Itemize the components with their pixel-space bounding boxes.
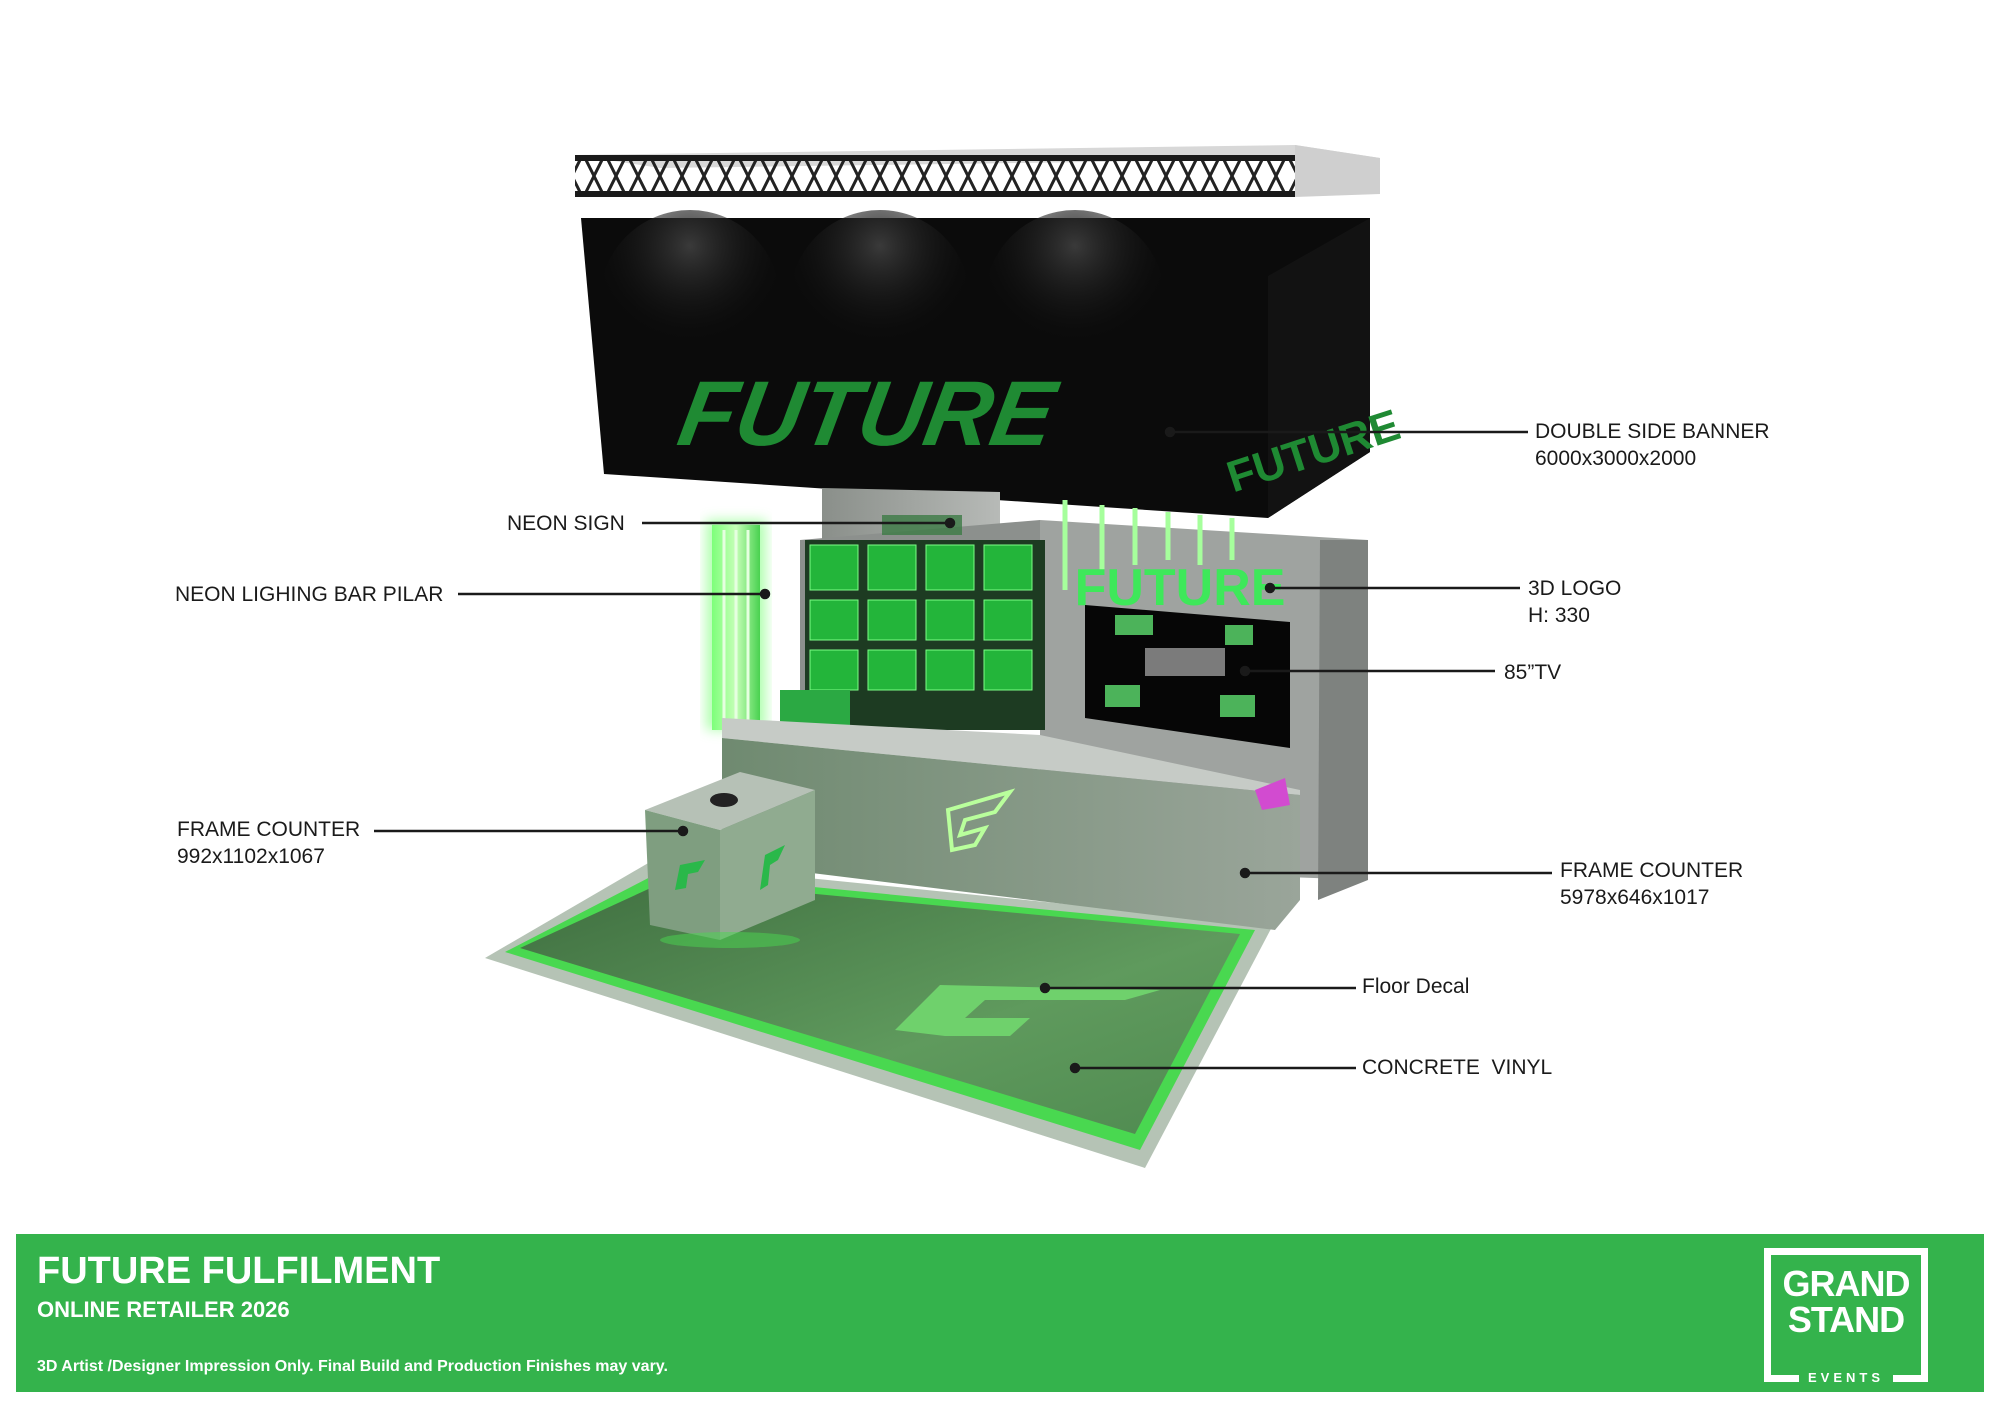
callout-floor-decal: Floor Decal <box>1362 975 1470 998</box>
product-shelf <box>780 515 1045 730</box>
grandstand-logo: GRAND STAND EVENTS <box>1764 1248 1928 1387</box>
project-subtitle: ONLINE RETAILER 2026 <box>37 1297 290 1322</box>
truss-frame <box>575 145 1380 197</box>
callout-concrete-vinyl: CONCRETE VINYL <box>1362 1056 1553 1079</box>
neon-tubes <box>1062 500 1235 590</box>
booth-render: FUTURE FUTURE <box>374 145 1552 1168</box>
callout-neon-sign: NEON SIGN <box>507 512 625 535</box>
callout-frame-counter-small: FRAME COUNTER 992x1102x1067 <box>177 818 361 868</box>
frame-counter-large <box>722 718 1300 930</box>
callout-tv: 85”TV <box>1504 661 1562 684</box>
footer-bar: FUTURE FULFILMENT ONLINE RETAILER 2026 3… <box>16 1234 1984 1392</box>
tv-screen <box>1085 605 1290 748</box>
project-title: FUTURE FULFILMENT <box>37 1250 441 1292</box>
callout-neon-bar-pilar: NEON LIGHING BAR PILAR <box>175 583 444 606</box>
callout-frame-counter-large: FRAME COUNTER 5978x646x1017 <box>1560 859 1744 909</box>
banner-logo: FUTURE <box>672 362 1066 465</box>
callout-3d-logo: 3D LOGO H: 330 <box>1528 577 1622 627</box>
disclaimer-note: 3D Artist /Designer Impression Only. Fin… <box>37 1358 668 1375</box>
neon-bar-pillar <box>706 520 766 730</box>
double-side-banner: FUTURE FUTURE <box>581 210 1406 518</box>
callout-double-side-banner: DOUBLE SIDE BANNER 6000x3000x2000 <box>1535 420 1770 470</box>
floor-decal <box>895 985 1160 1036</box>
callout-leaders <box>374 426 1552 1074</box>
frame-counter-small <box>645 772 815 948</box>
